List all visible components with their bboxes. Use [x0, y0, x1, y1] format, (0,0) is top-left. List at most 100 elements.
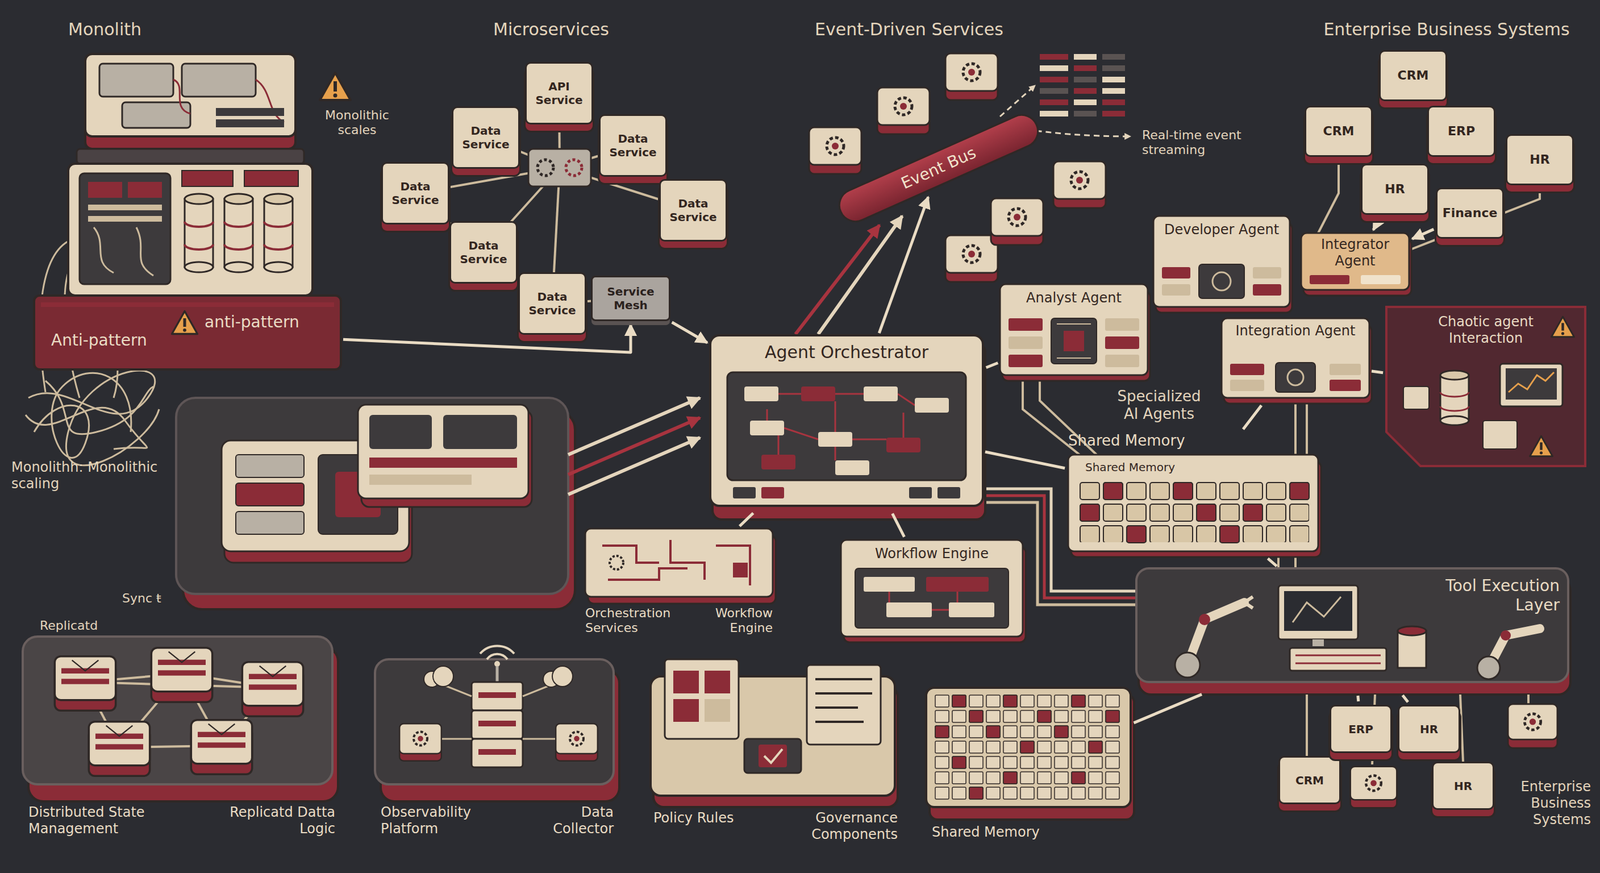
art-use — [399, 723, 442, 761]
art-g — [1039, 53, 1125, 117]
service-cube: ERP — [1427, 105, 1496, 157]
component-node: Integration Agent — [1221, 318, 1370, 404]
art-rect — [40, 302, 335, 307]
art-rect — [471, 681, 523, 711]
node-text: Data Service — [664, 196, 723, 224]
connector-line — [739, 513, 754, 527]
service-cube: CRM — [1378, 50, 1448, 102]
component-node: Policy RulesGovernance Components — [647, 653, 904, 847]
art-rect — [732, 562, 748, 578]
service-mesh: Service Mesh — [590, 275, 671, 322]
annotation-label: Specialized AI Agents — [1107, 387, 1211, 423]
art-path — [1460, 694, 1464, 762]
component-node: Chaotic agent Interaction — [1386, 306, 1586, 466]
node-text: Data Service — [523, 289, 582, 318]
art-rect — [1278, 585, 1358, 640]
node-text: CRM — [1323, 123, 1355, 139]
art-g — [1080, 482, 1310, 543]
art-rect — [1063, 330, 1085, 352]
art-rect — [948, 602, 995, 618]
art-rect — [710, 335, 983, 506]
art-rect — [181, 63, 256, 97]
art-ellipse — [1440, 415, 1469, 425]
art-rect — [1312, 639, 1324, 647]
art-rect — [1289, 647, 1387, 671]
art-path — [1292, 596, 1341, 623]
art-circle — [609, 555, 624, 570]
art-rect — [235, 454, 304, 478]
art-g — [568, 397, 700, 495]
art-rect — [835, 460, 870, 475]
art-rect — [1003, 694, 1018, 707]
art-path — [496, 665, 499, 682]
art-use — [242, 661, 303, 717]
art-use — [990, 198, 1044, 245]
art-path — [34, 372, 132, 458]
art-rect — [1173, 482, 1193, 500]
connector-line — [1371, 371, 1383, 373]
art-use — [1530, 435, 1553, 457]
art-rect — [929, 694, 1135, 820]
art-rect — [99, 63, 174, 97]
art-rect — [1105, 336, 1140, 349]
service-cube: HR — [1431, 761, 1495, 810]
art-rect — [937, 486, 961, 499]
node-text: anti-pattern — [204, 312, 336, 332]
art-rect — [1039, 76, 1069, 83]
art-rect — [1252, 267, 1282, 279]
art-rect — [1161, 267, 1191, 279]
art-rect — [1039, 65, 1069, 72]
art-rect — [235, 511, 304, 535]
node-text: Policy Rules — [653, 809, 750, 827]
art-use — [319, 72, 351, 100]
art-rect — [855, 568, 1009, 628]
art-rect — [1403, 386, 1429, 410]
art-rect — [1103, 482, 1123, 500]
node-text: Data Collector — [517, 803, 614, 837]
connector-line — [1267, 558, 1277, 567]
art-rect — [1301, 232, 1410, 290]
art-rect — [969, 710, 983, 723]
art-ellipse — [264, 193, 293, 204]
art-path — [764, 748, 783, 763]
art-path — [93, 227, 154, 276]
art-path — [28, 370, 160, 466]
art-rect — [478, 692, 516, 698]
art-path — [1305, 694, 1308, 756]
service-cube: Data Service — [381, 161, 450, 225]
art-circle — [1212, 272, 1231, 291]
art-path — [480, 645, 515, 660]
art-path — [1318, 156, 1339, 233]
connector-line — [986, 363, 999, 368]
annotation-label: Monolithh: Monolithic scaling — [11, 459, 171, 493]
art-path — [818, 215, 903, 335]
art-use — [809, 127, 862, 174]
art-ellipse — [224, 261, 253, 273]
art-path — [173, 79, 285, 123]
service-cube: HR — [1397, 704, 1461, 753]
art-rect — [1309, 275, 1350, 285]
node-text: Shared Memory — [931, 823, 1103, 841]
art-rect — [215, 107, 285, 116]
annotation-label: Monolithic scales — [315, 107, 399, 139]
art-rect — [986, 725, 1000, 738]
art-rect — [22, 636, 333, 785]
art-rect — [840, 539, 1023, 637]
art-use — [190, 719, 252, 775]
art-rect — [673, 698, 699, 722]
component-node: Analyst Agent — [1000, 284, 1148, 381]
art-circle — [494, 660, 500, 667]
art-rect — [744, 738, 802, 773]
art-rect — [727, 372, 966, 481]
art-rect — [1329, 379, 1361, 391]
node-text: API Service — [530, 79, 589, 107]
art-rect — [1275, 362, 1316, 393]
art-rect — [235, 482, 304, 506]
art-rect — [264, 198, 293, 268]
component-node: Integrator Agent — [1301, 232, 1410, 296]
art-rect — [1073, 99, 1097, 106]
art-use — [1053, 161, 1106, 208]
node-text: Distributed State Management — [28, 803, 171, 837]
node-text: Orchestration Services — [585, 605, 688, 636]
art-circle — [565, 159, 582, 176]
